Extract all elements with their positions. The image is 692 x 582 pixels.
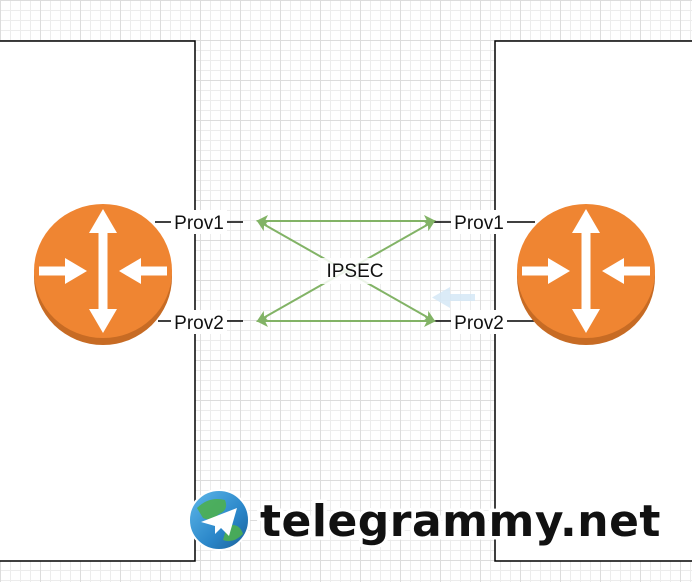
ipsec-label-bg <box>318 258 390 284</box>
left-prov1-label[interactable]: Prov1 <box>174 213 224 234</box>
right-router-icon[interactable] <box>517 204 655 345</box>
left-prov2-label[interactable]: Prov2 <box>174 313 224 334</box>
label-bg <box>451 210 507 234</box>
right-prov1-label[interactable]: Prov1 <box>454 213 504 234</box>
right-prov2-label[interactable]: Prov2 <box>454 313 504 334</box>
left-router-icon[interactable] <box>34 204 172 345</box>
label-bg <box>171 210 227 234</box>
watermark: telegrammy.net <box>188 489 664 551</box>
connection-hint-arrow-icon[interactable] <box>432 287 475 308</box>
label-bg <box>171 310 227 334</box>
telegram-globe-icon <box>188 489 250 551</box>
watermark-text: telegrammy.net <box>260 496 661 547</box>
ipsec-label[interactable]: IPSEC <box>326 261 383 282</box>
label-bg <box>451 310 507 334</box>
